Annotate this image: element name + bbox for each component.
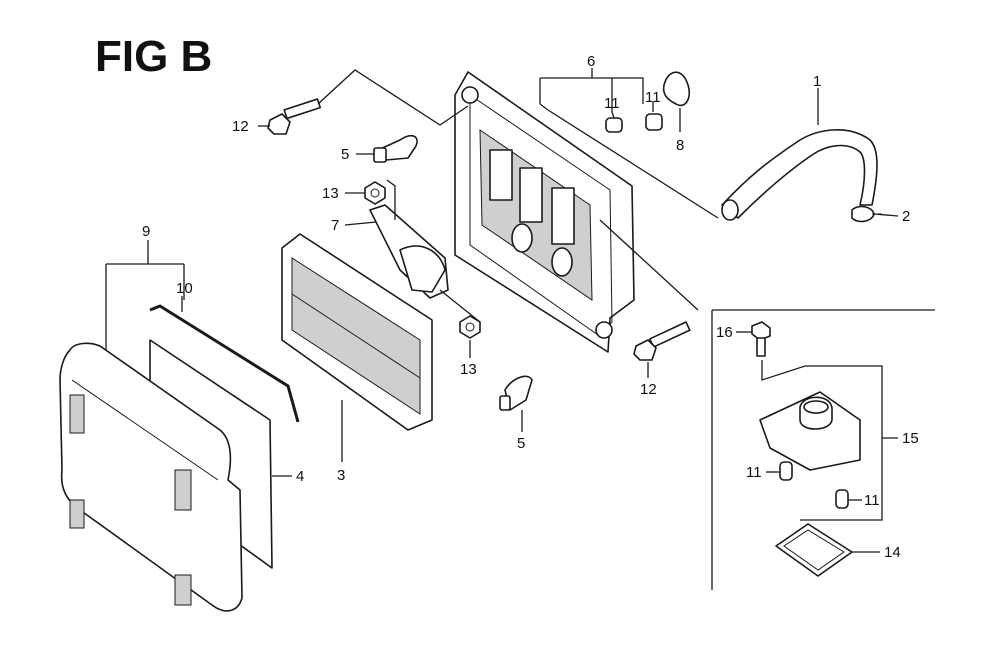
- callout-2: 2: [902, 208, 910, 225]
- filter-element: [281, 233, 433, 431]
- seal-ring: [662, 71, 691, 107]
- callout-10: 10: [176, 280, 193, 297]
- air-cleaner-case: [454, 71, 635, 353]
- nut-upper: [364, 181, 386, 205]
- bolt-top: [267, 98, 322, 135]
- callout-11-top-left: 11: [604, 95, 620, 112]
- callout-7: 7: [331, 217, 339, 234]
- callout-12-right: 12: [640, 381, 657, 398]
- callout-11-inset-right: 11: [864, 492, 880, 509]
- collar-inset-right: [835, 489, 849, 509]
- callout-1: 1: [813, 73, 821, 90]
- breather-hose: [721, 129, 878, 221]
- callout-11-top-right: 11: [645, 89, 661, 106]
- callout-6: 6: [587, 53, 595, 70]
- base-seal: [775, 523, 853, 577]
- callout-15: 15: [902, 430, 919, 447]
- callout-13-lower: 13: [460, 361, 477, 378]
- flange-bolt: [751, 321, 771, 357]
- leader-lines: [105, 68, 899, 553]
- collar-top-left: [605, 117, 623, 133]
- callout-5-lower: 5: [517, 435, 525, 452]
- inset-frame: [711, 309, 935, 590]
- callout-3: 3: [337, 467, 345, 484]
- breather-base: [759, 391, 861, 471]
- figure-title: FIG B: [95, 32, 212, 81]
- bracket: [369, 204, 449, 299]
- callout-16: 16: [716, 324, 733, 341]
- collar-top-right: [645, 113, 663, 131]
- callout-11-inset-left: 11: [746, 464, 762, 481]
- gasket: [149, 304, 300, 423]
- callout-4: 4: [296, 468, 304, 485]
- holder-lower: [499, 375, 533, 411]
- callout-8: 8: [676, 137, 684, 154]
- callouts: 6 11 11 8 1 2 12 5 13 7 9 10 13 12 5 4 3…: [142, 53, 919, 561]
- air-cleaner-cover: [59, 342, 243, 612]
- callout-12-top: 12: [232, 118, 249, 135]
- collar-inset-left: [779, 461, 793, 481]
- bolt-right: [633, 321, 691, 361]
- holder-upper: [373, 134, 418, 163]
- nut-lower: [459, 315, 481, 339]
- callout-14: 14: [884, 544, 901, 561]
- callout-13-upper: 13: [322, 185, 339, 202]
- callout-5-upper: 5: [341, 146, 349, 163]
- callout-9: 9: [142, 223, 150, 240]
